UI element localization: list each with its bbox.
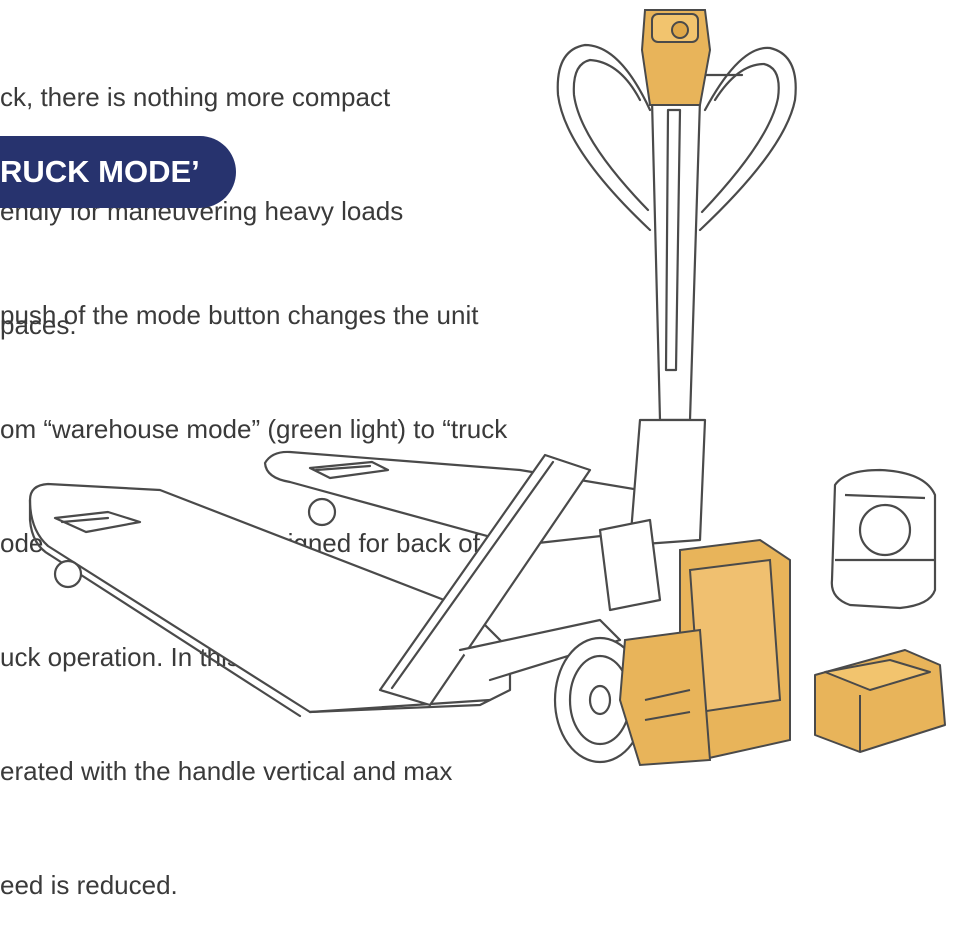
mode-heading: RUCK MODE’ [0,136,240,208]
rear-fork [263,450,702,547]
power-unit [618,538,791,767]
heading-text: RUCK MODE’ [0,154,200,189]
pallet-truck-illustration [28,9,946,767]
battery-pack-illustration [830,468,937,610]
intro-line: paces. [0,310,77,340]
tow-bar [378,453,622,707]
intro-line: ck, there is nothing more compact [0,82,391,112]
battery-charger-illustration [814,649,946,753]
handle-head [640,9,712,106]
heading-pill-shape [0,136,236,208]
description-line: eed is reduced. [0,870,178,900]
mast [598,98,707,612]
handle-loop [556,43,797,232]
description-line: om “warehouse mode” (green light) to “tr… [0,414,508,444]
description-line: push of the mode button changes the unit [0,300,479,330]
